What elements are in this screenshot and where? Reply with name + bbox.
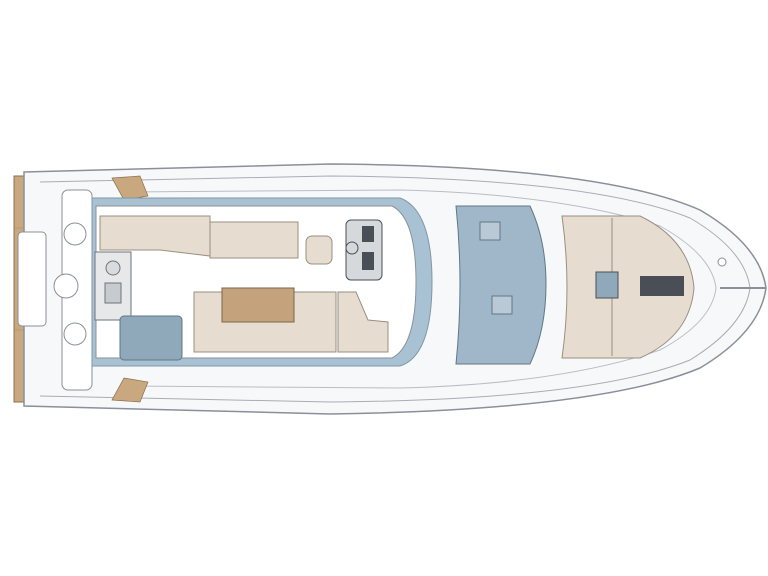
bow-sunpad: [561, 215, 695, 359]
helm-seat: [305, 235, 333, 265]
helm-screen-top: [362, 226, 374, 242]
windshield: [455, 205, 547, 365]
winch-top: [63, 222, 87, 246]
bow-hatch: [595, 271, 619, 299]
dinette-table: [221, 287, 295, 323]
grill: [104, 282, 122, 304]
side-sofa: [209, 221, 299, 259]
corner-sofa: [337, 291, 389, 353]
aft-sofa: [99, 215, 211, 257]
stern-step-top: [111, 175, 149, 201]
stern-step-bottom: [111, 377, 149, 403]
skylight-hatch-bottom: [491, 295, 513, 315]
sink: [105, 260, 121, 276]
steering-wheel: [345, 241, 359, 255]
bow-cleat: [717, 257, 727, 267]
deck-line: [119, 189, 717, 389]
bow-locker: [640, 276, 684, 296]
winch-middle: [53, 273, 79, 299]
skylight-hatch-top: [479, 221, 501, 241]
winch-bottom: [63, 322, 87, 346]
helm-screen-bottom: [362, 252, 374, 270]
transom-bench: [17, 231, 47, 327]
stair-hatch: [119, 315, 183, 361]
